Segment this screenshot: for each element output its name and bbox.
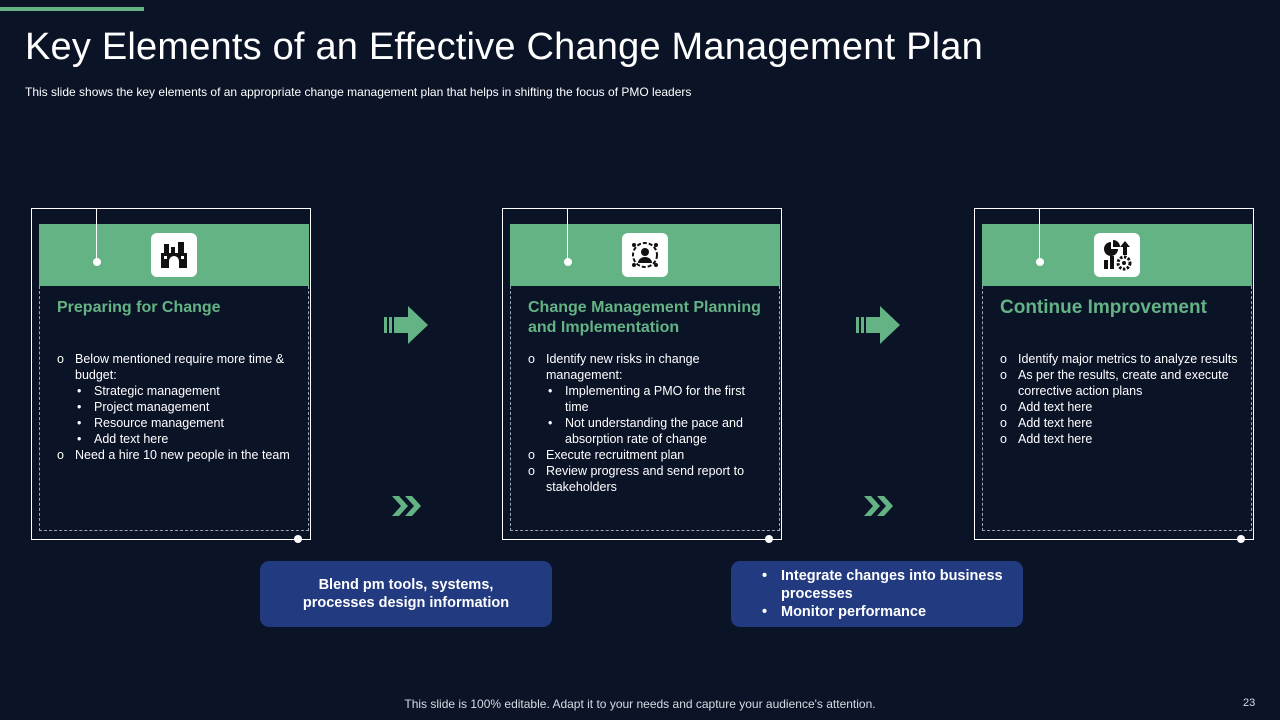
note-bullet: Integrate changes into business processe… — [762, 567, 1023, 603]
list-sub-item: •Strategic management — [77, 384, 220, 398]
connector-dot — [1036, 258, 1044, 266]
person-gear-icon — [622, 233, 668, 277]
connector-line — [567, 208, 568, 263]
corner-dot — [294, 535, 302, 543]
connector-line — [974, 208, 1040, 209]
note-line: Blend pm tools, systems, — [318, 577, 494, 593]
connector-line — [1039, 208, 1040, 263]
slide-subtitle: This slide shows the key elements of an … — [25, 85, 692, 99]
note-line: processes design information — [302, 595, 510, 611]
card-title: Preparing for Change — [57, 299, 221, 316]
slide-title: Key Elements of an Effective Change Mana… — [25, 26, 983, 68]
right-arrow-icon — [856, 306, 900, 344]
page-number: 23 — [1243, 697, 1256, 709]
list-sub-item: •Implementing a PMO for the first time — [548, 384, 745, 414]
connector-line — [31, 208, 97, 209]
double-chevron-icon — [864, 496, 893, 516]
card-title: Continue Improvement — [1000, 297, 1207, 318]
factory-icon — [151, 233, 197, 277]
list-sub-item: •Add text here — [77, 432, 169, 446]
card-change-management-planning: Change Management Planning and Implement… — [502, 208, 782, 543]
footer-text: This slide is 100% editable. Adapt it to… — [404, 697, 876, 711]
note-blend-tools: Blend pm tools, systems, processes desig… — [260, 561, 552, 627]
note-bullet: Monitor performance — [762, 603, 1023, 621]
chart-gear-icon — [1094, 233, 1140, 277]
card-dashed-frame — [982, 286, 1252, 531]
double-chevron-icon — [392, 496, 421, 516]
accent-bar — [0, 7, 144, 11]
right-arrow-icon — [384, 306, 428, 344]
card-outline — [31, 208, 311, 540]
connector-dot — [93, 258, 101, 266]
connector-dot — [564, 258, 572, 266]
card-dashed-frame — [39, 286, 309, 531]
corner-dot — [765, 535, 773, 543]
corner-dot — [1237, 535, 1245, 543]
card-outline — [974, 208, 1254, 540]
list-sub-item: •Resource management — [77, 416, 224, 430]
connector-line — [96, 208, 97, 263]
list-sub-item: •Not understanding the pace and absorpti… — [548, 416, 743, 446]
card-dashed-frame — [510, 286, 780, 531]
note-integrate-changes: Integrate changes into business processe… — [731, 561, 1023, 627]
card-outline — [502, 208, 782, 540]
connector-line — [502, 208, 568, 209]
card-title: Change Management Planning and Implement… — [528, 299, 761, 336]
list-sub-item: •Project management — [77, 400, 210, 414]
